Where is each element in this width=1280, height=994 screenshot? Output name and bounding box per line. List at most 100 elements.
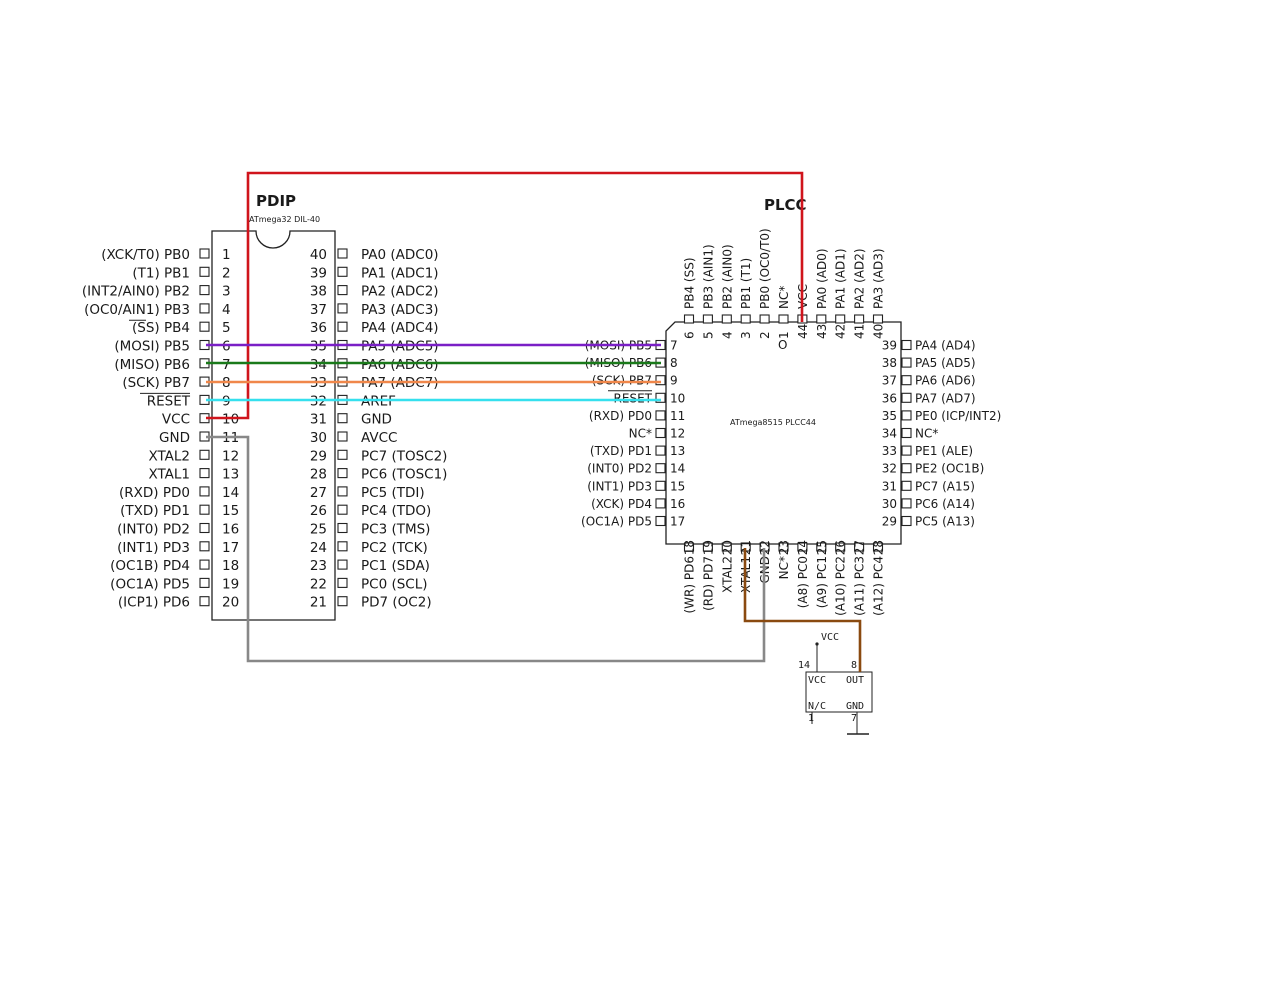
plcc-pin-number: 26 xyxy=(834,540,848,555)
pdip-pin-number: 31 xyxy=(310,412,327,428)
pdip-pin-label: VCC xyxy=(162,412,190,428)
pdip-pin-number: 1 xyxy=(222,247,231,263)
wire-gnd xyxy=(206,435,766,663)
plcc-pin-number: 40 xyxy=(872,324,886,339)
plcc-pin-number: 12 xyxy=(670,427,685,441)
pdip-pin-pad xyxy=(337,431,348,442)
pdip-title: PDIP xyxy=(256,192,296,210)
plcc-pin-number: 1 xyxy=(777,331,791,339)
plcc-pin-number: 35 xyxy=(882,409,897,423)
pdip-pin-pad xyxy=(199,449,210,460)
plcc-pin-pad xyxy=(872,542,884,552)
oscillator-pin-gnd-num: 7 xyxy=(851,713,857,724)
pdip-pin-label: (INT2/AIN0) PB2 xyxy=(82,284,190,300)
plcc-pin-number: 39 xyxy=(882,339,897,353)
pdip-pin-number: 6 xyxy=(222,339,231,355)
plcc-pin-number: 9 xyxy=(670,374,678,388)
plcc-pin-label: (INT1) PD3 xyxy=(587,479,652,493)
pdip-pin-pad xyxy=(337,449,348,460)
plcc-pin-number: 24 xyxy=(796,540,810,555)
plcc-pin-pad xyxy=(759,314,770,324)
plcc-pin-pad xyxy=(835,542,846,552)
pdip-pin-number: 39 xyxy=(310,265,327,281)
plcc-pin-label: PA0 (AD0) xyxy=(815,248,829,309)
pdip-pin-number: 25 xyxy=(310,522,327,538)
plcc-pin-number: 33 xyxy=(882,444,897,458)
pdip-pin-pad xyxy=(337,504,348,515)
pdip-pin-pad xyxy=(199,468,210,479)
pdip-pin-label: (OC1A) PD5 xyxy=(110,576,190,592)
pdip-pin-pad xyxy=(199,285,210,296)
pdip-pin-pad xyxy=(337,541,348,552)
pdip-pin-label: AREF xyxy=(361,393,396,409)
plcc-pin-number: 30 xyxy=(882,497,897,511)
pdip-pin-number: 24 xyxy=(310,540,327,556)
pdip-pin-number: 17 xyxy=(222,540,239,556)
plcc-pin-number: 4 xyxy=(720,331,734,339)
plcc-pin-label: PA2 (AD2) xyxy=(853,248,867,309)
plcc-pin-label: (A8) PC0 xyxy=(796,556,810,608)
plcc-pin-number: 36 xyxy=(882,391,897,405)
plcc-pin-number: 18 xyxy=(683,540,697,555)
plcc-pin-label: XTAL2 xyxy=(720,556,734,593)
pdip-pin-number: 35 xyxy=(310,339,327,355)
pdip-pin-number: 29 xyxy=(310,448,327,464)
plcc-pin-pad xyxy=(655,392,666,403)
plcc-pin-pad xyxy=(854,314,865,324)
pdip-pin-label: PC4 (TDO) xyxy=(361,503,431,519)
plcc-pin-number: 31 xyxy=(882,479,897,493)
pdip-pin-pad xyxy=(199,522,210,534)
plcc-title: PLCC xyxy=(764,196,807,214)
plcc-pin-label: PA1 (AD1) xyxy=(834,248,848,309)
pdip-pin-number: 5 xyxy=(222,320,231,336)
plcc-pin-pad xyxy=(901,480,912,491)
plcc-pin-pad xyxy=(816,314,827,324)
pdip-pin-label: PA2 (ADC2) xyxy=(361,284,439,300)
wire-vcc xyxy=(206,171,804,420)
plcc-pin-label: PE1 (ALE) xyxy=(915,444,973,458)
plcc-pin-pad xyxy=(872,314,884,324)
pdip-pin-number: 28 xyxy=(310,467,327,483)
plcc-pin-pad xyxy=(655,410,666,421)
plcc-pin-pad xyxy=(740,314,751,324)
plcc-pin-pad xyxy=(721,542,732,552)
pdip-pin-number: 10 xyxy=(222,412,239,428)
pdip-pin-number: 22 xyxy=(310,576,327,592)
pdip-pin-pad xyxy=(337,577,348,588)
plcc-pin-label: (XCK) PD4 xyxy=(591,497,652,511)
pdip-pin-number: 15 xyxy=(222,503,239,519)
pdip-pin-label: PA3 (ADC3) xyxy=(361,302,439,318)
pdip-pin-number: 40 xyxy=(310,247,327,263)
pdip-pin-number: 38 xyxy=(310,284,327,300)
plcc-pin-number: 20 xyxy=(720,540,734,555)
plcc-pin-label: (A10) PC2 xyxy=(834,556,848,616)
pdip-pin-label: (INT1) PD3 xyxy=(117,540,190,556)
plcc-pin-label: PB1 (T1) xyxy=(739,258,753,309)
pdip-pin-pad xyxy=(337,266,348,277)
pdip-pin-label: PC7 (TOSC2) xyxy=(361,448,447,464)
plcc-pin-label: PB4 (SS) xyxy=(683,257,697,309)
plcc-pin-label: PE2 (OC1B) xyxy=(915,462,984,476)
plcc-pin-number: 43 xyxy=(815,324,829,339)
pdip-pin-label: PD7 (OC2) xyxy=(361,595,432,611)
pdip-pin-label: (ICP1) PD6 xyxy=(118,595,190,611)
pdip-pin-pad xyxy=(199,559,210,570)
plcc-pin-number: 38 xyxy=(882,356,897,370)
pdip-pin-number: 19 xyxy=(222,576,239,592)
pdip-pin-number: 13 xyxy=(222,467,239,483)
plcc-pin-label: RESET xyxy=(614,391,653,405)
plcc-pin-number: 10 xyxy=(670,391,685,405)
plcc-pin-number: 28 xyxy=(872,540,886,555)
pdip-pin-pad xyxy=(337,486,348,497)
pdip-pin-number: 30 xyxy=(310,430,327,446)
pdip-pin-pad xyxy=(337,303,348,314)
plcc-pin-pad xyxy=(655,427,666,439)
pdip-pin-label: (MISO) PB6 xyxy=(114,357,190,373)
plcc-body xyxy=(665,321,902,545)
pdip-pin-number: 7 xyxy=(222,357,231,373)
plcc-pin-pad xyxy=(702,314,713,324)
pdip-pin-label: PA5 (ADC5) xyxy=(361,339,439,355)
plcc-pin-label: (RD) PD7 xyxy=(701,556,715,611)
pdip-part-name: ATmega32 DIL-40 xyxy=(249,215,320,224)
